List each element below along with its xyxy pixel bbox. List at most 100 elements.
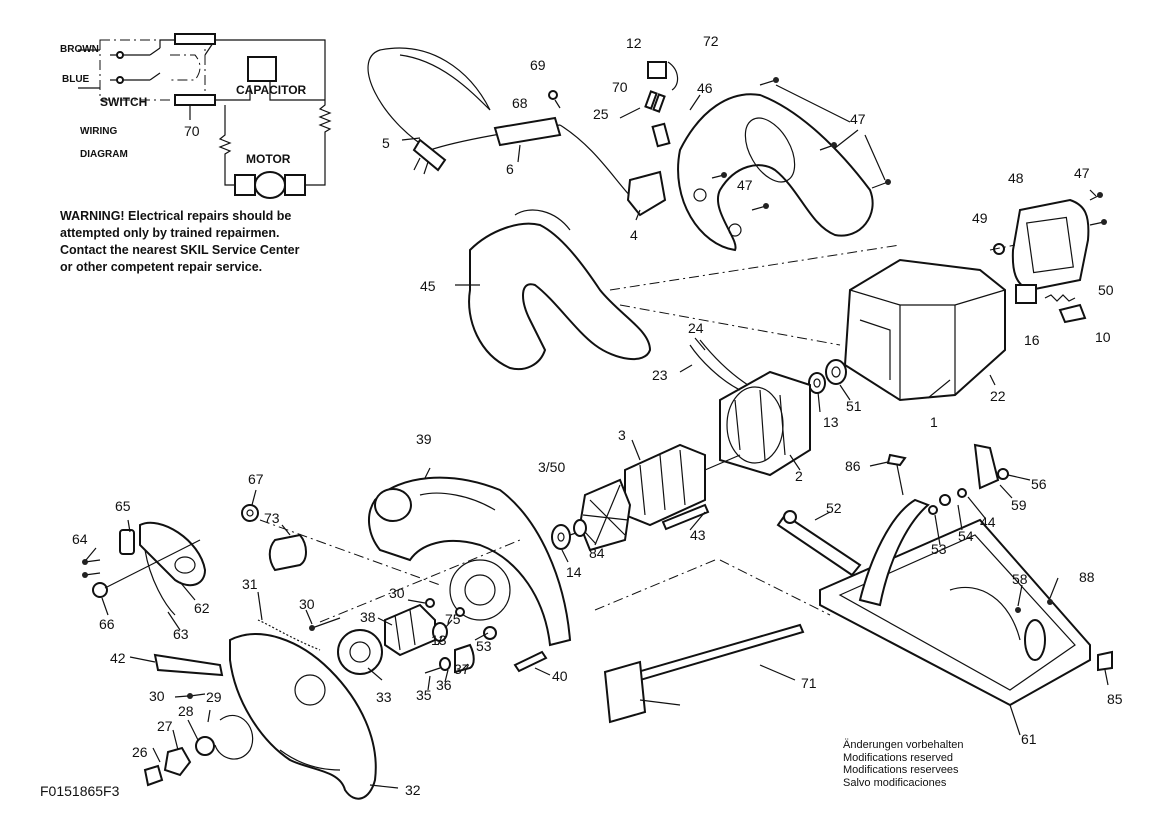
callout-26: 26 [132, 744, 148, 760]
callout-47-right: 47 [1074, 165, 1090, 181]
callout-53-right: 53 [931, 541, 947, 557]
bevel-quadrant-52 [776, 498, 930, 607]
warning-line: WARNING! Electrical repairs should be [60, 209, 292, 223]
handle-half-45 [468, 209, 652, 370]
callout-66: 66 [99, 616, 115, 632]
modifications-line: Modifications reservees [843, 764, 959, 777]
callout-46: 46 [697, 80, 713, 96]
callout-6: 6 [506, 161, 514, 177]
callout-42: 42 [110, 650, 126, 666]
modifications-line: Änderungen vorbehalten [843, 739, 964, 751]
callout-64: 64 [72, 531, 88, 547]
callout-30-lower: 30 [149, 688, 165, 704]
bearings [808, 359, 847, 394]
part-callouts: 5 6 4 25 68 69 12 70 72 46 47 47 47 48 4… [72, 33, 1123, 798]
callout-33: 33 [376, 689, 392, 705]
washer-67-bearing-73 [241, 504, 307, 572]
knob-86-85-screws [886, 443, 1113, 672]
callout-56: 56 [1031, 476, 1047, 492]
switch-label: SWITCH [100, 95, 147, 109]
callout-73: 73 [264, 510, 280, 526]
wiring-title-line2: DIAGRAM [80, 149, 128, 160]
callout-14: 14 [566, 564, 582, 580]
modifications-line: Modifications reserved [843, 751, 954, 764]
rip-fence-71 [603, 623, 805, 724]
handle-half-46 [677, 93, 874, 252]
base-plate-61 [819, 518, 1091, 707]
screw-43 [661, 503, 710, 531]
callout-48: 48 [1008, 170, 1024, 186]
washers-26-29 [143, 714, 254, 787]
callout-54: 54 [958, 528, 974, 544]
callout-50: 50 [1098, 282, 1114, 298]
callout-75: 75 [445, 611, 461, 627]
warning-line: attempted only by trained repairmen. [60, 226, 280, 240]
callout-30-upper: 30 [389, 585, 405, 601]
electrical-repair-warning: WARNING! Electrical repairs should be at… [60, 208, 360, 276]
warning-line: Contact the nearest SKIL Service Center [60, 243, 300, 257]
callout-58: 58 [1012, 571, 1028, 587]
lower-blade-guard-32 [153, 619, 377, 800]
callout-29: 29 [206, 689, 222, 705]
callout-45: 45 [420, 278, 436, 294]
drawing-code: F0151865F3 [40, 783, 120, 799]
callout-49: 49 [972, 210, 988, 226]
armature-3 [554, 443, 741, 552]
callout-62: 62 [194, 600, 210, 616]
guard-lever-parts [82, 521, 207, 616]
callout-16: 16 [1024, 332, 1040, 348]
callout-13-upper: 13 [823, 414, 839, 430]
callout-85: 85 [1107, 691, 1123, 707]
callout-51: 51 [846, 398, 862, 414]
callout-5: 5 [382, 135, 390, 151]
wiring-title-line1: WIRING [80, 126, 117, 137]
wiring-diagram: BROWN BLUE SWITCH CAPACITOR MOTOR WIRING… [60, 33, 332, 199]
callout-69: 69 [530, 57, 546, 73]
callout-88: 88 [1079, 569, 1095, 585]
field-stator-2 [689, 339, 811, 477]
callout-39: 39 [416, 431, 432, 447]
callout-59: 59 [1011, 497, 1027, 513]
callout-24: 24 [688, 320, 704, 336]
callout-12: 12 [626, 35, 642, 51]
callout-53-left: 53 [476, 638, 492, 654]
bearing-14-84 [551, 519, 587, 550]
callout-4: 4 [630, 227, 638, 243]
brown-wire-label: BROWN [60, 44, 99, 55]
callout-72: 72 [703, 33, 719, 49]
callout-52: 52 [826, 500, 842, 516]
callout-40: 40 [552, 668, 568, 684]
callout-32: 32 [405, 782, 421, 798]
spindle-assembly [309, 598, 548, 675]
callout-65: 65 [115, 498, 131, 514]
power-cord [367, 47, 641, 206]
callout-31: 31 [242, 576, 258, 592]
screws-47 [711, 77, 1107, 226]
callout-3: 3 [618, 427, 626, 443]
callout-27: 27 [157, 718, 173, 734]
warning-line: or other competent repair service. [60, 260, 263, 274]
callout-35: 35 [416, 687, 432, 703]
callout-36: 36 [436, 677, 452, 693]
callout-23: 23 [652, 367, 668, 383]
callout-67: 67 [248, 471, 264, 487]
callout-30-mid: 30 [299, 596, 315, 612]
capacitor-label: CAPACITOR [236, 83, 307, 97]
callout-2: 2 [795, 468, 803, 484]
callout-38: 38 [360, 609, 376, 625]
motor-label: MOTOR [246, 152, 291, 166]
blue-wire-label: BLUE [62, 74, 90, 85]
callout-68: 68 [512, 95, 528, 111]
leader-lines [85, 84, 1109, 789]
callout-47-top: 47 [850, 111, 866, 127]
wiring-part-70: 70 [184, 123, 200, 139]
callout-10: 10 [1095, 329, 1111, 345]
callout-22: 22 [990, 388, 1006, 404]
callout-44: 44 [980, 514, 996, 530]
switch-parts [548, 61, 679, 217]
brush-parts-16-50-10 [1015, 284, 1087, 324]
assembly-lines [259, 244, 1016, 623]
callout-43: 43 [690, 527, 706, 543]
